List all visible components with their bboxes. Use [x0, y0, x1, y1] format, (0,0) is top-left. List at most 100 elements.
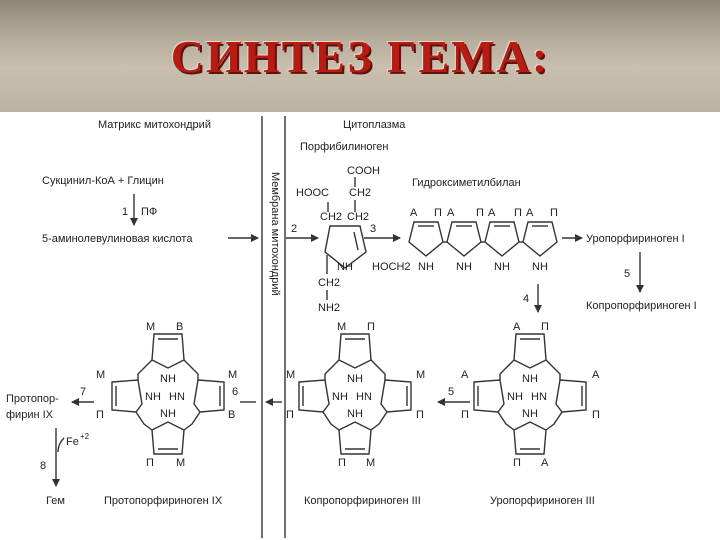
copro3-ring-top: [338, 333, 372, 369]
proto-nh-top: NH: [160, 373, 176, 385]
ala-label: 5-аминолевулиновая кислота: [42, 233, 193, 245]
copro3-name: Копропорфириноген III: [304, 495, 421, 507]
copro3-nh-top: NH: [347, 373, 363, 385]
uro3-nh-bottom: NH: [522, 408, 538, 420]
uro3-right-sub-1: А: [592, 369, 600, 381]
fe-label: Fe: [66, 436, 79, 448]
slide-title: СИНТЕЗ ГЕМА:: [170, 31, 550, 82]
hmb-letter-2: П: [434, 207, 442, 219]
membrane-label: Мембрана митохондрий: [269, 172, 281, 296]
hmb-letter-4: П: [476, 207, 484, 219]
uro3-hn-right: HN: [531, 391, 547, 403]
proto-name: Протопорфириноген IX: [104, 495, 223, 507]
hmb-ring-2: [446, 221, 482, 257]
uro3-right-sub-2: П: [592, 409, 600, 421]
copro3-nh-left: NH: [332, 391, 348, 403]
uro3-ring-right: [555, 379, 587, 413]
copro3-right-sub-1: М: [416, 369, 425, 381]
proto-ring-top: [151, 333, 185, 369]
step1-cofactor: ПФ: [141, 206, 157, 218]
fe-charge: +2: [80, 432, 90, 441]
proto-top-sub-1: М: [146, 321, 155, 333]
copro3-bottom-sub-2: М: [366, 457, 375, 469]
copro3-top-sub-1: М: [337, 321, 346, 333]
proto-right-sub-2: В: [228, 409, 235, 421]
copro3-ring-left: [298, 379, 330, 413]
protoporphyrinogen-ix-structure: [111, 333, 225, 455]
hmb-nh-1: NH: [418, 261, 434, 273]
hmb-letter-6: П: [514, 207, 522, 219]
uro3-top-sub-1: А: [513, 321, 521, 333]
copro3-bridge-3: [322, 411, 340, 431]
hmb-ring-1: [408, 221, 444, 257]
pbg-hooc: HOOC: [296, 187, 329, 199]
uro3-ring-bottom: [513, 421, 547, 455]
copro3-bridge-2: [370, 359, 386, 380]
uro3-nh-left: NH: [507, 391, 523, 403]
hmb-nh-4: NH: [532, 261, 548, 273]
copro1-label: Копропорфириноген I: [586, 300, 697, 312]
matrix-header: Матрикс митохондрий: [98, 119, 211, 131]
copro3-ring-bottom: [338, 421, 372, 455]
proto-left-sub-2: П: [96, 409, 104, 421]
uro3-bridges: [499, 359, 515, 380]
step1-number: 1: [122, 206, 128, 218]
pbg-ch2-bottom: CH2: [318, 277, 340, 289]
cytoplasm-header: Цитоплазма: [343, 119, 406, 131]
hmb-ring-3: [484, 221, 520, 257]
hmb-letter-8: П: [550, 207, 558, 219]
hmb-name: Гидроксиметилбилан: [412, 177, 521, 189]
hmb-hoch2: HOCH2: [372, 261, 411, 273]
pbg-nh: NH: [337, 261, 353, 273]
uro3-bridge-2: [545, 359, 561, 380]
fe-curve: [57, 437, 65, 453]
pbg-ch2-mid: CH2: [347, 211, 369, 223]
uro3-ring-left: [473, 379, 505, 413]
uro3-left-sub-1: А: [461, 369, 469, 381]
proto-bridge-3: [135, 411, 153, 431]
step8-number: 8: [40, 460, 46, 472]
step2-number: 2: [291, 223, 297, 235]
proto-bridge-4: [183, 411, 201, 431]
step3-number: 3: [370, 223, 376, 235]
proto-ring-right: [193, 379, 225, 413]
uro3-bottom-sub-1: П: [513, 457, 521, 469]
copro3-hn-right: HN: [356, 391, 372, 403]
proto-bottom-sub-1: П: [146, 457, 154, 469]
porphobilinogen-name: Порфибилиноген: [300, 141, 389, 153]
heme-synthesis-diagram: Мембрана митохондрий Матрикс митохондрий…: [6, 116, 697, 538]
uro3-bridge-3: [497, 411, 515, 431]
copro3-top-sub-2: П: [367, 321, 375, 333]
pbg-pyrrole-ring: [324, 225, 367, 269]
step4-number: 4: [523, 293, 529, 305]
pbg-cooh: COOH: [347, 165, 380, 177]
heme-label: Гем: [46, 495, 65, 507]
proto-left-sub-1: М: [96, 369, 105, 381]
hmb-letter-7: А: [526, 207, 534, 219]
title-band: СИНТЕЗ ГЕМА:: [0, 0, 720, 112]
proto-hn-right: HN: [169, 391, 185, 403]
uro1-label: Уропорфириноген I: [586, 233, 685, 245]
step7-number: 7: [80, 386, 86, 398]
uro3-name: Уропорфириноген III: [490, 495, 595, 507]
proto-bridge-2: [183, 359, 199, 380]
coproporphyrinogen-iii-structure: [298, 333, 412, 455]
copro3-left-sub-2: П: [286, 409, 294, 421]
hmb-nh-2: NH: [456, 261, 472, 273]
copro3-bridge-1: [324, 359, 340, 380]
step6-number: 6: [232, 386, 238, 398]
proto-top-sub-2: В: [176, 321, 183, 333]
hmb-letter-3: А: [447, 207, 455, 219]
copro3-bridge-4: [370, 411, 388, 431]
proto-bottom-sub-2: М: [176, 457, 185, 469]
protoporphyrin-label-line2: фирин IX: [6, 409, 54, 421]
step5-number: 5: [448, 386, 454, 398]
copro3-ring-right: [380, 379, 412, 413]
proto-right-sub-1: М: [228, 369, 237, 381]
copro3-bottom-sub-1: П: [338, 457, 346, 469]
hmb-letter-1: А: [410, 207, 418, 219]
copro3-left-sub-1: М: [286, 369, 295, 381]
pbg-ch2-left: CH2: [320, 211, 342, 223]
copro3-right-sub-2: П: [416, 409, 424, 421]
proto-nh-left: NH: [145, 391, 161, 403]
